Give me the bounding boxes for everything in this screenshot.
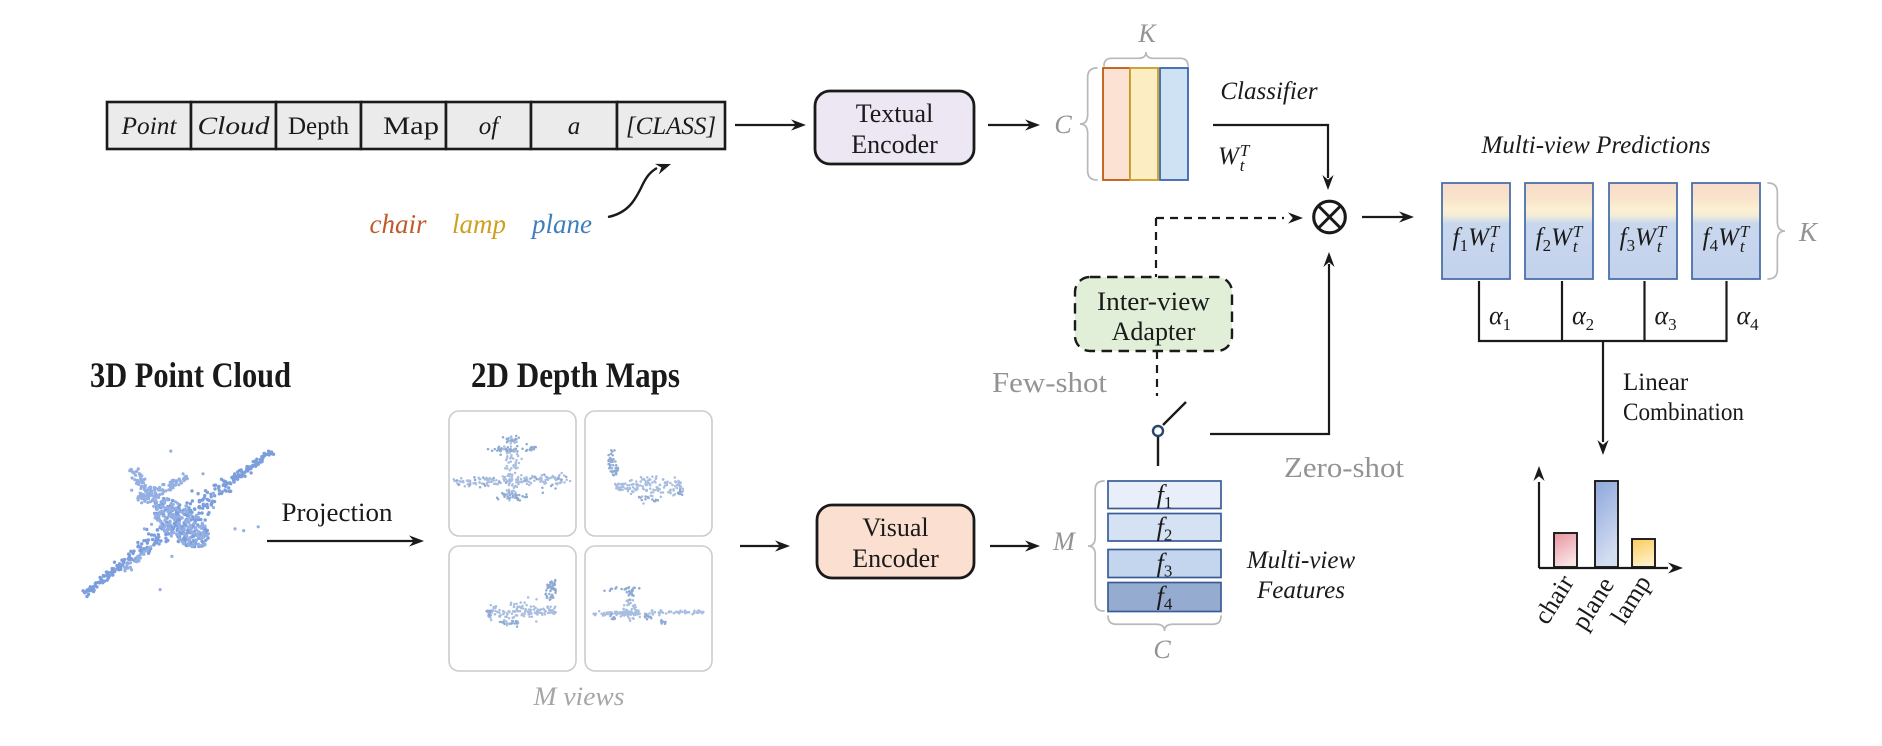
svg-text:2D Depth Maps: 2D Depth Maps: [471, 355, 680, 395]
svg-text:C: C: [1054, 110, 1072, 139]
svg-text:3D Point Cloud: 3D Point Cloud: [90, 355, 291, 395]
svg-text:Encoder: Encoder: [852, 544, 939, 573]
svg-text:Few-shot: Few-shot: [992, 367, 1107, 399]
svg-text:lamp: lamp: [1605, 570, 1657, 629]
svg-text:Multi-view: Multi-view: [1246, 547, 1356, 574]
svg-text:a: a: [568, 113, 581, 140]
svg-text:α2: α2: [1572, 301, 1594, 334]
svg-text:Inter-view: Inter-view: [1097, 287, 1210, 316]
svg-text:chair: chair: [370, 209, 427, 239]
svg-text:of: of: [479, 113, 502, 140]
svg-text:Cloud: Cloud: [198, 113, 271, 140]
svg-text:M: M: [1052, 527, 1076, 556]
svg-text:Textual: Textual: [856, 99, 934, 128]
svg-text:K: K: [1137, 19, 1157, 48]
svg-text:M views: M views: [532, 682, 624, 711]
svg-text:Classifier: Classifier: [1220, 78, 1318, 105]
svg-text:plane: plane: [530, 209, 592, 239]
svg-text:WTt: WTt: [1218, 141, 1251, 175]
svg-text:lamp: lamp: [452, 209, 506, 239]
svg-text:Adapter: Adapter: [1112, 317, 1196, 346]
svg-text:Point: Point: [120, 113, 177, 140]
svg-text:C: C: [1153, 635, 1171, 664]
svg-text:Map: Map: [383, 113, 439, 140]
svg-text:Visual: Visual: [862, 513, 928, 542]
svg-text:Combination: Combination: [1623, 399, 1744, 426]
svg-text:K: K: [1798, 217, 1819, 247]
svg-text:Multi-view Predictions: Multi-view Predictions: [1481, 132, 1711, 159]
svg-text:α3: α3: [1655, 301, 1677, 334]
svg-text:α4: α4: [1737, 301, 1760, 334]
svg-text:Zero-shot: Zero-shot: [1284, 452, 1404, 484]
svg-text:Encoder: Encoder: [851, 130, 938, 159]
svg-text:[CLASS]: [CLASS]: [626, 113, 716, 140]
svg-text:α1: α1: [1489, 301, 1511, 334]
svg-text:Features: Features: [1256, 577, 1345, 604]
svg-text:Projection: Projection: [282, 498, 393, 527]
svg-text:Depth: Depth: [288, 113, 350, 140]
svg-text:Linear: Linear: [1623, 369, 1689, 396]
